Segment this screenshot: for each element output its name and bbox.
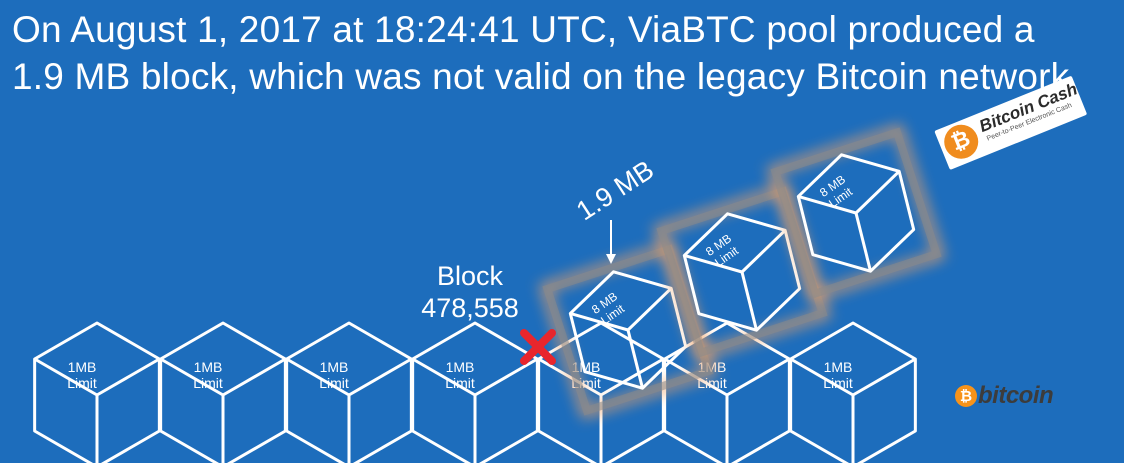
bch-chain: 8 MBLimit 8 MBLimit 8 MBLimit bbox=[538, 123, 946, 420]
block-size-label: 1.9 MB bbox=[571, 155, 659, 227]
bch-block-3: 8 MBLimit bbox=[766, 123, 946, 303]
headline-line-1: On August 1, 2017 at 18:24:41 UTC, ViaBT… bbox=[12, 9, 1035, 50]
block-label-title: Block bbox=[436, 261, 504, 291]
bitcoin-coin-icon: ₿ bbox=[955, 385, 977, 407]
headline-line-2: 1.9 MB block, which was not valid on the… bbox=[12, 56, 1070, 97]
bch-block-label: 8 MBLimit bbox=[589, 289, 628, 328]
bch-block-label: 8 MBLimit bbox=[817, 172, 856, 211]
bitcoin-cash-coin-icon: ₿ bbox=[939, 119, 984, 164]
headline: On August 1, 2017 at 18:24:41 UTC, ViaBT… bbox=[12, 6, 1069, 100]
bitcoin-wordmark: bitcoin bbox=[978, 382, 1054, 409]
block-number: 478,558 bbox=[421, 293, 519, 323]
block-label: Block 478,558 bbox=[405, 260, 535, 324]
bch-block-label: 8 MBLimit bbox=[703, 231, 742, 270]
reject-x-icon bbox=[520, 329, 556, 365]
bitcoin-logo: ₿ bitcoin bbox=[955, 382, 1054, 409]
down-arrow-icon bbox=[606, 220, 616, 264]
